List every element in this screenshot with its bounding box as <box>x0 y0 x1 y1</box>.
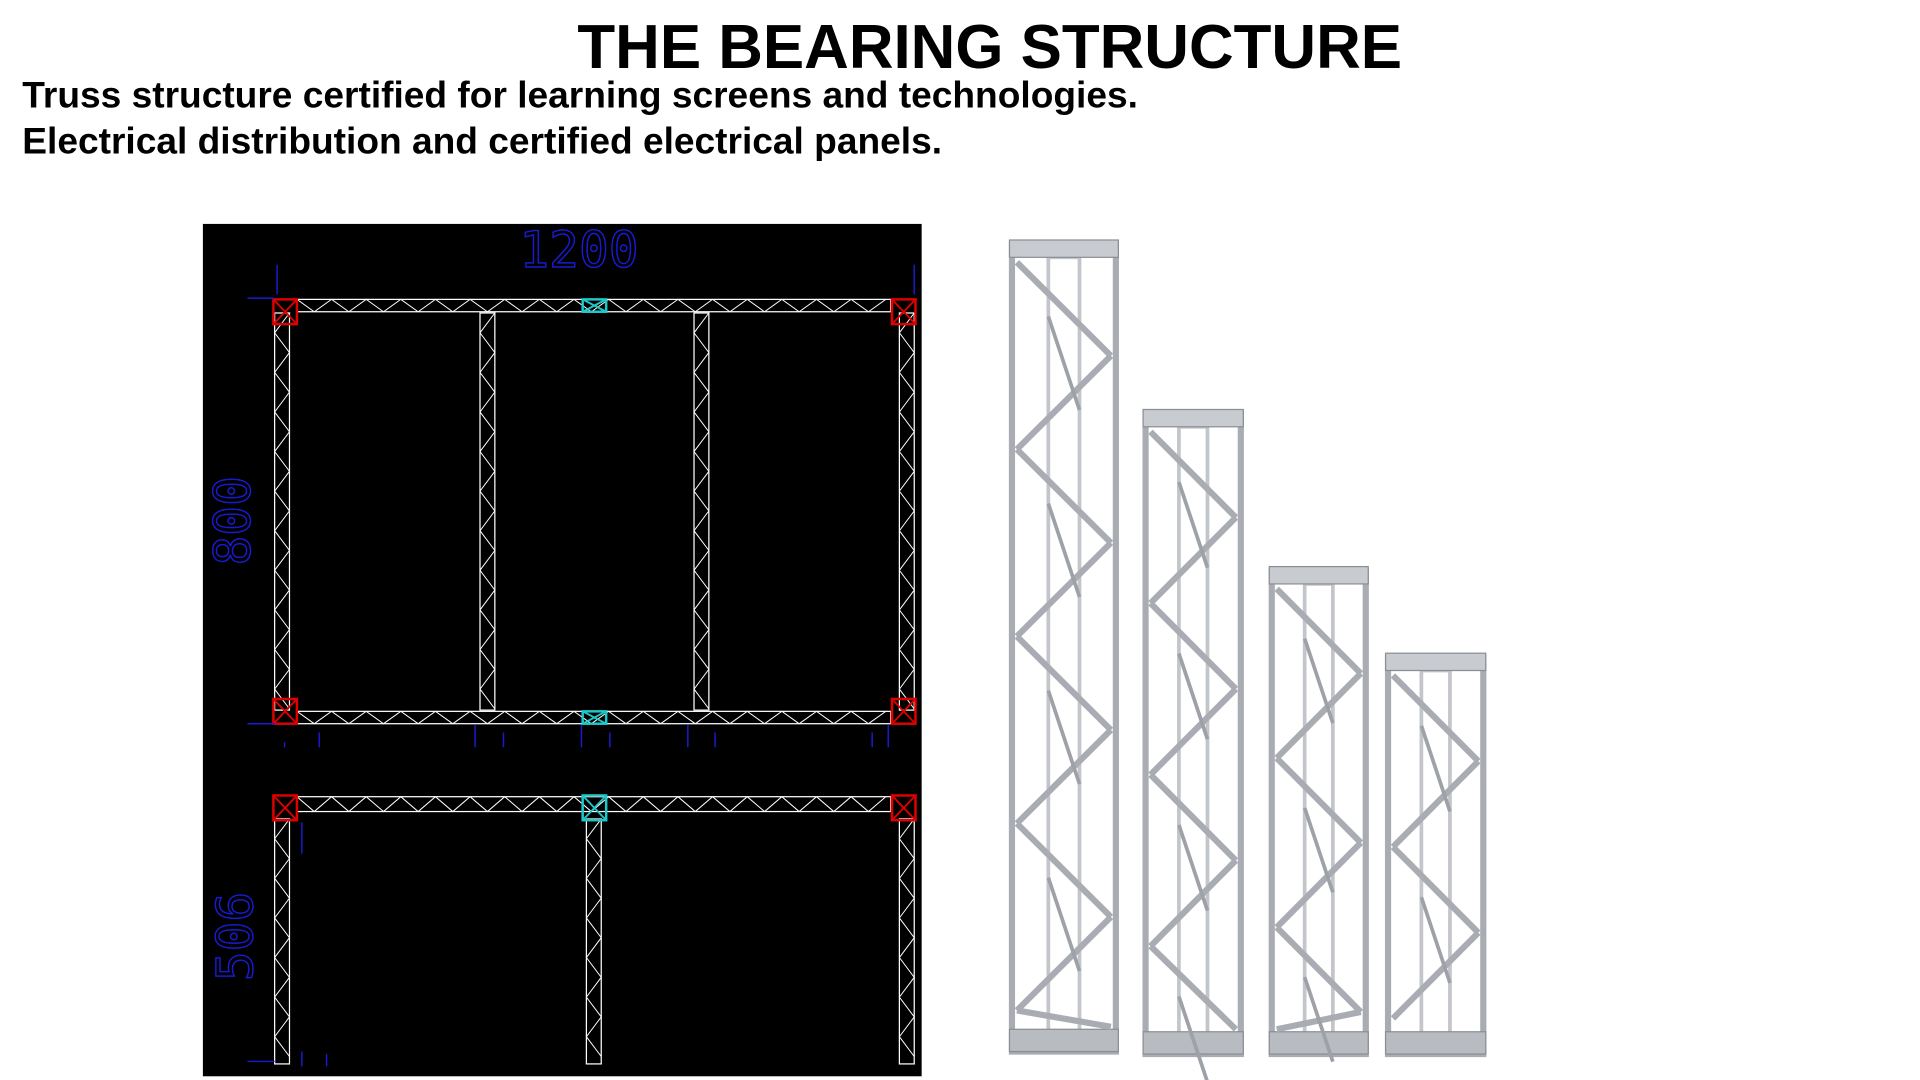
joint-block <box>581 794 608 822</box>
corner-block-cross <box>272 698 298 725</box>
tower-diagonals <box>1148 429 1239 1032</box>
corner-block-cross <box>891 298 917 325</box>
tower-outline <box>1268 568 1369 1058</box>
dimensions <box>247 264 915 1067</box>
corner-block-cross <box>891 698 917 725</box>
tower-top-plate <box>1008 239 1119 258</box>
joint-block-cross <box>582 298 607 313</box>
tower-diagonals <box>1274 586 1364 1033</box>
lower-height-dimension-label: 506 <box>206 892 264 981</box>
tower-top-plate <box>1384 652 1487 672</box>
corner-block-cross <box>891 794 917 821</box>
truss-lacing <box>274 818 291 1057</box>
truss-lacing <box>693 312 710 710</box>
corner-block <box>890 298 917 326</box>
truss-lacing <box>898 312 916 710</box>
corner-block <box>272 794 299 822</box>
tower-base-plate <box>1384 1031 1487 1055</box>
tower-back-diagonals <box>1046 315 1082 972</box>
cad-drawing: 1200 800 506 <box>202 220 922 1077</box>
corner-block <box>890 794 917 822</box>
truss-lacing <box>479 312 496 710</box>
truss-towers-photo <box>1008 239 1487 1080</box>
joint-block-cross <box>582 794 607 821</box>
tower-back-diagonals <box>1302 638 1335 1063</box>
joint-block <box>581 298 608 313</box>
corner-block <box>272 697 299 725</box>
truss-lacing <box>274 312 291 710</box>
truss-tower <box>1008 239 1119 1055</box>
tower-base-plate <box>1268 1031 1369 1055</box>
joint-block-cross <box>582 710 607 725</box>
cad-background <box>202 223 922 1077</box>
page-title: THE BEARING STRUCTURE <box>577 13 1402 82</box>
truss-tower <box>1142 408 1244 1080</box>
tower-top-plate <box>1142 408 1244 428</box>
tower-back-diagonals <box>1419 725 1452 984</box>
subtitle-line-1: Truss structure certified for learning s… <box>22 74 1138 116</box>
truss-tower <box>1384 652 1487 1058</box>
truss-plan <box>272 298 917 1065</box>
truss-lacing <box>898 818 916 1057</box>
tower-back-diagonals <box>1177 481 1210 1080</box>
subtitle-line-2: Electrical distribution and certified el… <box>22 119 942 161</box>
joint-block <box>581 710 608 725</box>
tower-diagonals <box>1390 673 1481 1021</box>
tower-base-plate <box>1008 1028 1119 1053</box>
corner-block-cross <box>272 298 298 325</box>
tower-top-plate <box>1268 565 1369 585</box>
truss-lacing <box>585 818 603 1057</box>
truss-tower <box>1268 565 1369 1063</box>
corner-block <box>272 298 299 326</box>
width-dimension-label: 1200 <box>519 221 638 279</box>
corner-block-cross <box>272 794 298 821</box>
tower-diagonals <box>1014 260 1114 1030</box>
corner-block <box>890 697 917 725</box>
upper-height-dimension-label: 800 <box>204 476 262 565</box>
